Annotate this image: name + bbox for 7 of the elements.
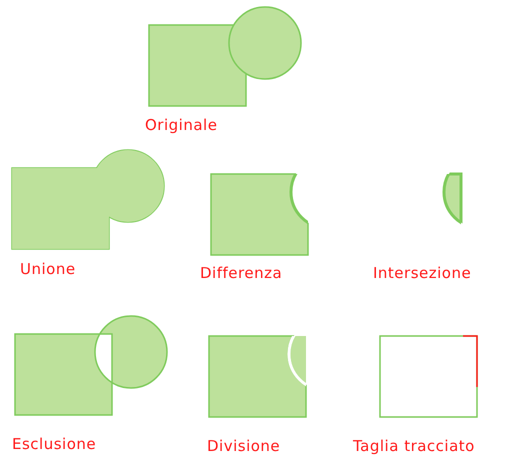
caption: Differenza	[200, 263, 282, 283]
caption: Divisione	[207, 436, 280, 456]
caption: Taglia tracciato	[353, 436, 475, 456]
caption: Originale	[145, 115, 218, 135]
caption: Esclusione	[12, 434, 96, 454]
caption: Unione	[20, 259, 76, 279]
caption: Intersezione	[373, 263, 472, 283]
